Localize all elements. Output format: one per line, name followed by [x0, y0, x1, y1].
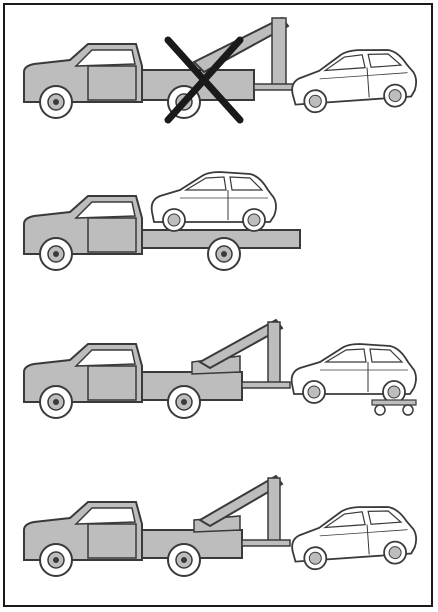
wheel-lift-truck [24, 476, 290, 576]
panel-sling-tow-prohibited [24, 18, 418, 120]
towed-car [290, 503, 418, 571]
wheel-lift-truck [24, 320, 290, 418]
wheel-dolly-icon [372, 400, 416, 415]
panel-flatbed-tow [24, 172, 300, 270]
tow-truck [24, 18, 294, 118]
panel-wheel-lift-tow [24, 476, 418, 576]
towed-car [290, 46, 418, 114]
panel-wheel-lift-with-dollies [24, 320, 416, 418]
car-on-flatbed [152, 172, 276, 231]
towed-car-on-dollies [292, 344, 416, 403]
